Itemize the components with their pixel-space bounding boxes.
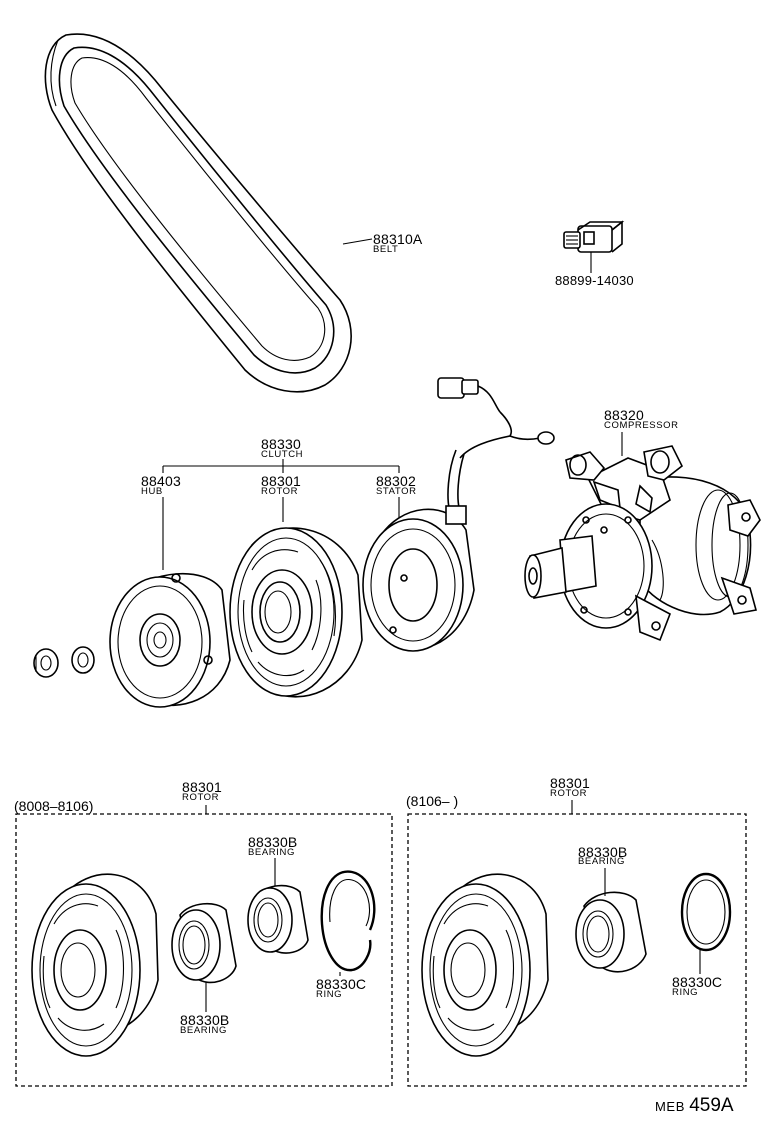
- clutch-part-number: 88330: [261, 436, 301, 452]
- left-ring-drawing: [320, 870, 376, 972]
- diagram-code: MEB 459A: [655, 1096, 734, 1115]
- rotor-part-number: 88301: [261, 473, 301, 489]
- left-bearing-bottom-part-number: 88330B: [180, 1012, 230, 1028]
- left-rotor-drawing: [31, 873, 159, 1057]
- sensor-part-number: 88899-14030: [555, 273, 634, 288]
- belt-name: BELT: [373, 244, 399, 255]
- hub-drawing: [109, 572, 231, 708]
- left-bearing-top-drawing: [247, 884, 309, 954]
- right-rotor-name: ROTOR: [550, 788, 588, 799]
- left-rotor-name: ROTOR: [182, 792, 220, 803]
- right-ring-part-number: 88330C: [672, 974, 723, 990]
- right-ring-name: RING: [672, 987, 699, 998]
- right-bearing-part-number: 88330B: [578, 844, 628, 860]
- belt-part-number: 88310A: [373, 231, 423, 247]
- diagram-code-prefix: MEB: [655, 1099, 685, 1114]
- left-bearing-top-name: BEARING: [248, 847, 295, 858]
- stator-drawing: [362, 508, 475, 652]
- right-rotor-part-number: 88301: [550, 775, 590, 791]
- left-panel-frame: [15, 805, 393, 1087]
- wire-harness-drawing: [437, 377, 555, 525]
- right-ring-drawing: [680, 872, 732, 952]
- right-panel-frame: [407, 800, 747, 1087]
- left-ring-part-number: 88330C: [316, 976, 367, 992]
- left-bearing-bottom-drawing: [171, 902, 237, 984]
- clutch-bracket: [162, 459, 400, 570]
- nut-drawing: [33, 648, 59, 678]
- diagram-code-number: 459A: [689, 1095, 734, 1116]
- washer-drawing: [71, 646, 95, 674]
- left-bearing-bottom-name: BEARING: [180, 1025, 227, 1036]
- rotor-name: ROTOR: [261, 486, 299, 497]
- right-rotor-drawing: [421, 873, 549, 1057]
- compressor-drawing: [524, 445, 761, 642]
- stator-part-number: 88302: [376, 473, 416, 489]
- stator-name: STATOR: [376, 486, 417, 497]
- right-bearing-drawing: [575, 891, 647, 973]
- belt-leader-line: [342, 238, 373, 245]
- clutch-name: CLUTCH: [261, 449, 304, 460]
- hub-name: HUB: [141, 486, 163, 497]
- right-bearing-name: BEARING: [578, 856, 625, 867]
- sensor-drawing: [563, 220, 625, 253]
- compressor-name: COMPRESSOR: [604, 420, 679, 431]
- left-bearing-top-part-number: 88330B: [248, 834, 298, 850]
- compressor-part-number: 88320: [604, 407, 644, 423]
- right-panel-range: (8106– ): [406, 793, 459, 809]
- hub-part-number: 88403: [141, 473, 181, 489]
- rotor-drawing: [229, 527, 363, 698]
- left-rotor-part-number: 88301: [182, 779, 222, 795]
- belt-drawing: [44, 33, 352, 393]
- left-panel-range: (8008–8106): [14, 798, 94, 814]
- left-ring-name: RING: [316, 989, 343, 1000]
